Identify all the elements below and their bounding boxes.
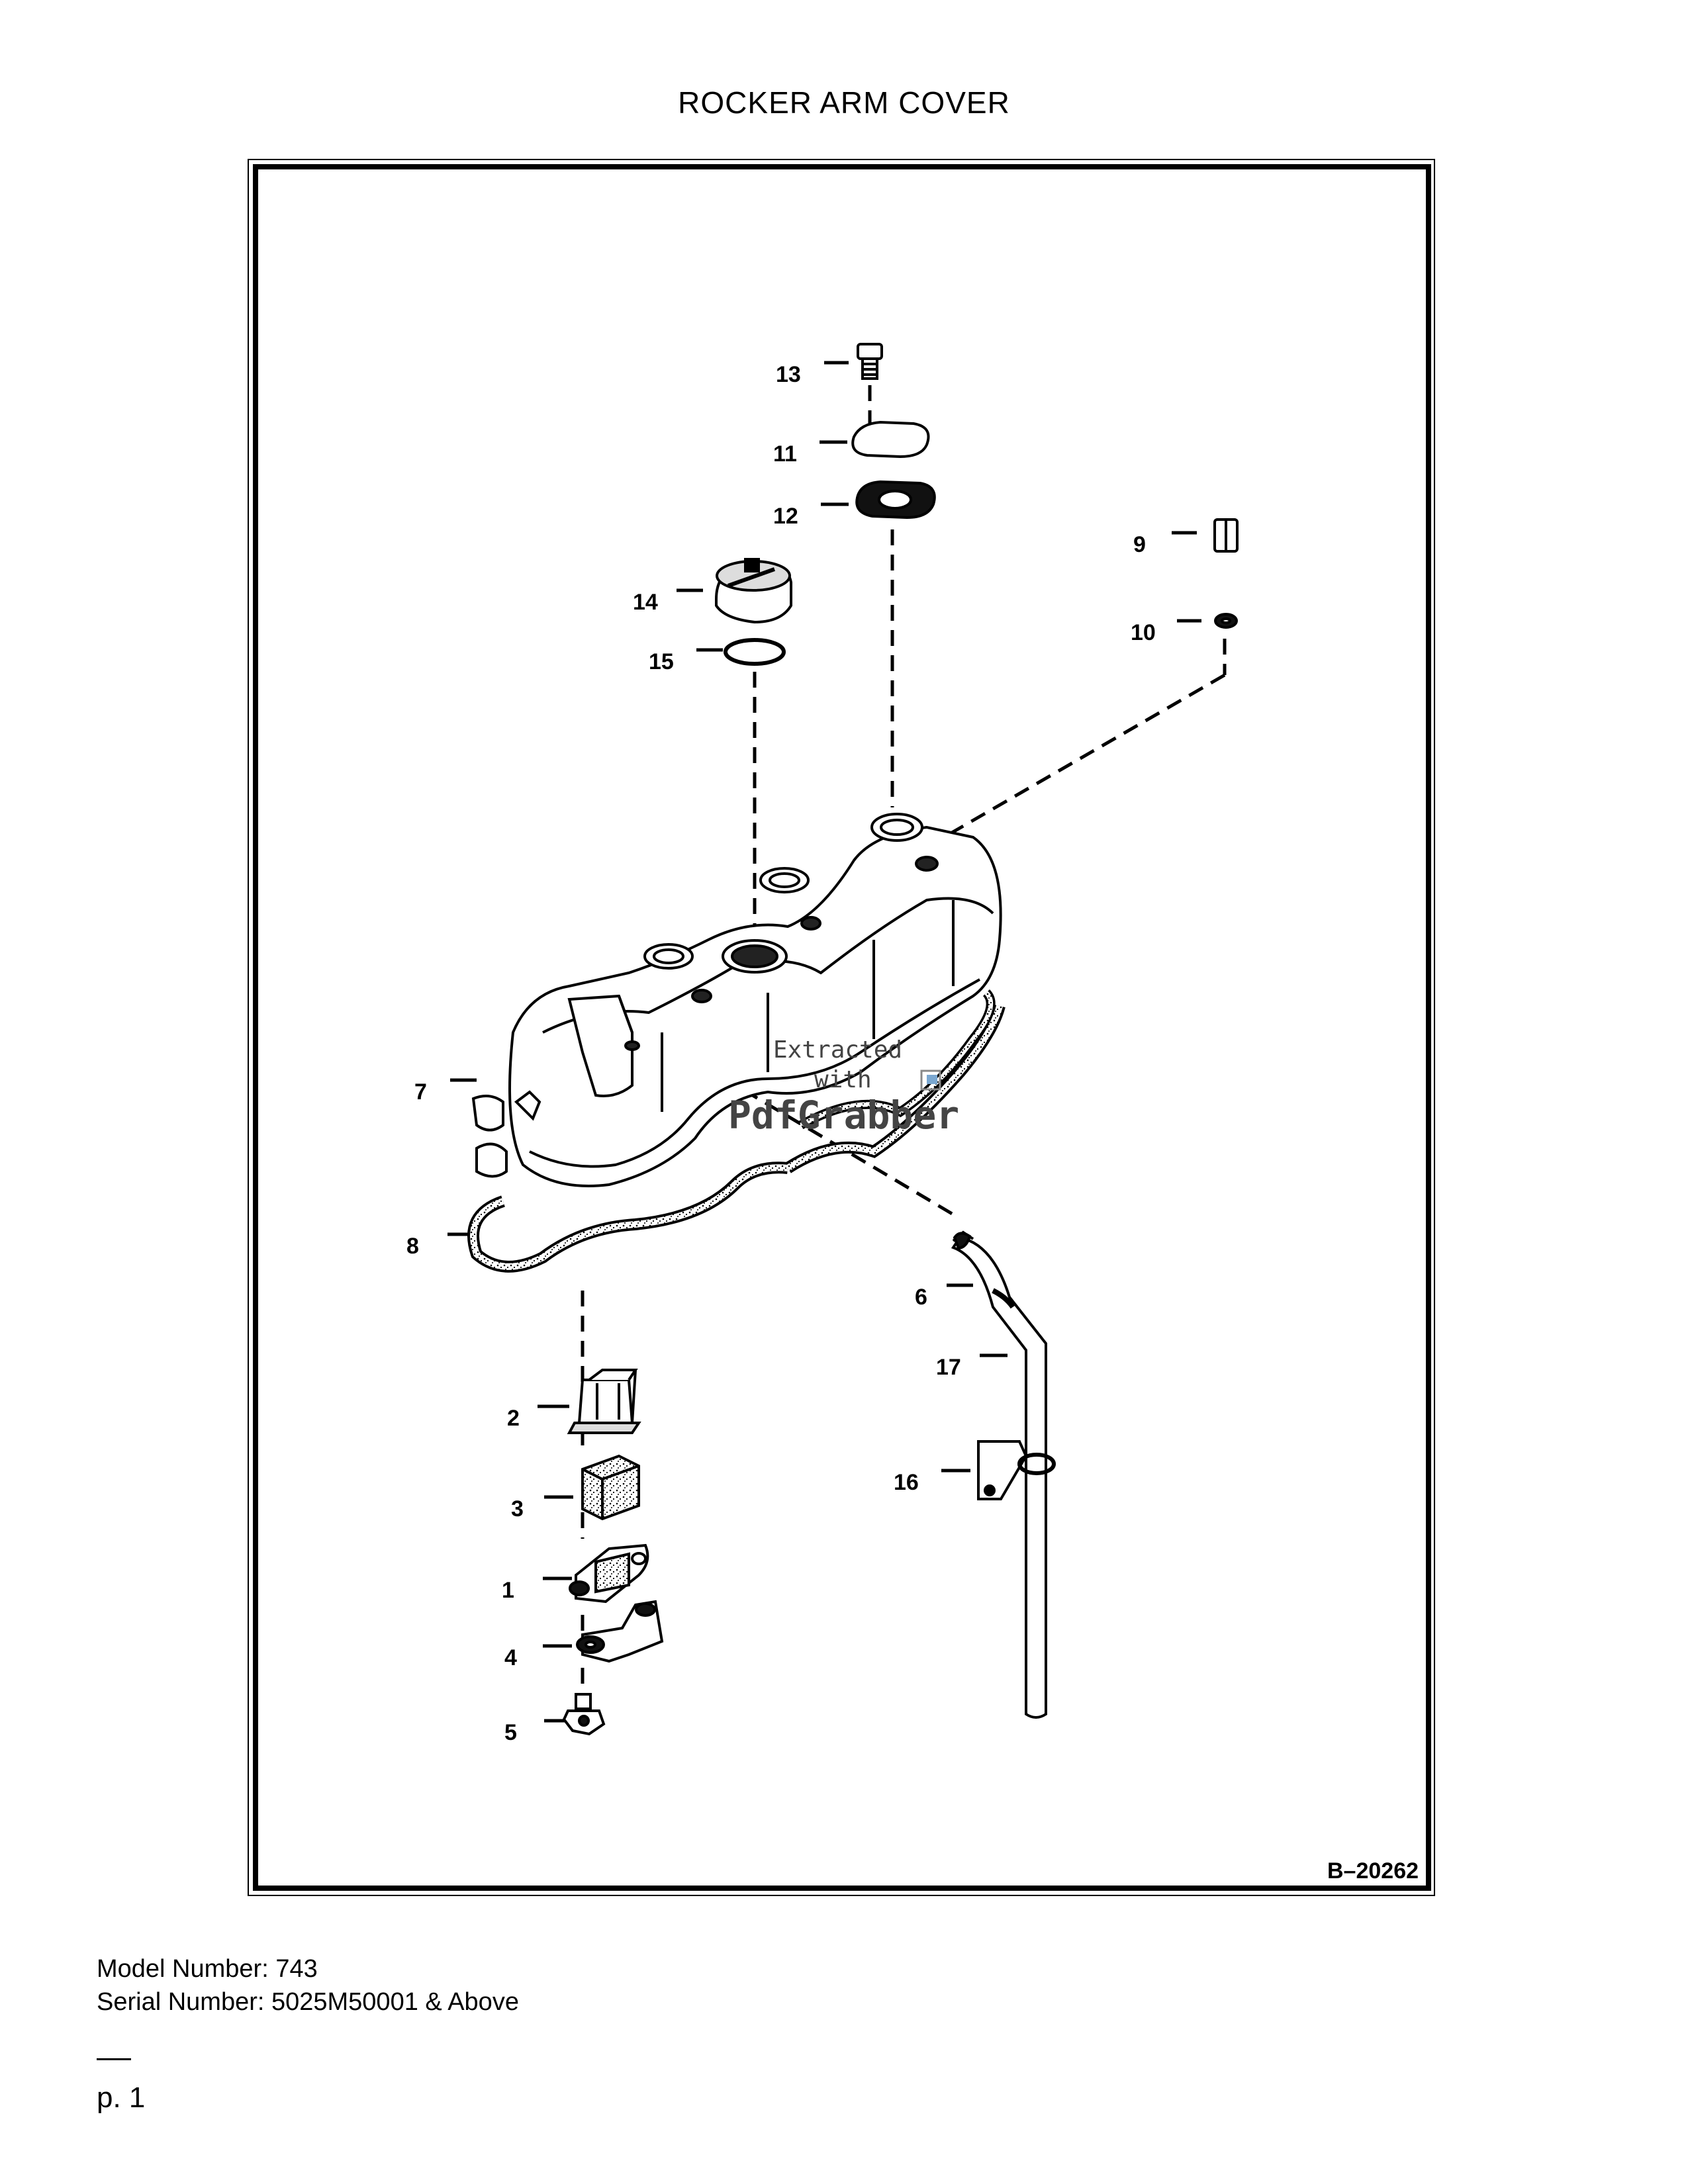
callout-10: 10 [1131,620,1156,645]
serial-number: Serial Number: 5025M50001 & Above [97,1988,519,2016]
callout-14: 14 [633,590,658,615]
callout-13: 13 [776,362,801,387]
page-number: p. 1 [97,2081,146,2114]
callout-1: 1 [502,1578,514,1603]
leader-lines [447,361,1201,1723]
callout-9: 9 [1133,532,1146,557]
callout-4: 4 [504,1645,517,1670]
bolt-5 [562,1693,606,1736]
callout-16: 16 [894,1470,919,1495]
page-divider [97,2058,131,2060]
callout-8: 8 [406,1234,419,1259]
callout-7: 7 [414,1079,427,1105]
diagram-inner-border [253,164,1431,1891]
bracket-4 [576,1600,664,1663]
page-title: ROCKER ARM COVER [678,85,1010,120]
cap-nut-9 [1213,518,1239,553]
watermark-line3: PdfGrabber [728,1093,959,1138]
watermark: Extracted with PdfGrabber [728,1036,959,1138]
model-number: Model Number: 743 [97,1955,318,1983]
callout-17: 17 [936,1355,961,1380]
washer-10 [1214,613,1238,629]
diagram-outer-border [248,159,1435,1896]
model-info: Model Number: 743 Serial Number: 5025M50… [97,1952,519,2019]
callout-11: 11 [773,441,797,467]
watermark-line2: with [814,1066,872,1093]
gasket-12 [855,480,936,520]
watermark-logo-fill-icon [927,1075,937,1084]
filter-element-3 [581,1454,640,1521]
callout-3: 3 [511,1496,524,1522]
bolt-13 [857,343,883,380]
rocker-arm-cover-7 [471,813,1002,1187]
callout-6: 6 [915,1285,927,1310]
cover-plate-11 [851,420,930,459]
callout-labels: 13 11 12 14 15 9 10 7 8 6 17 16 2 3 1 4 … [406,362,1156,1745]
watermark-logo-icon [920,1069,941,1091]
watermark-line1: Extracted [773,1036,902,1064]
callout-2: 2 [507,1406,520,1431]
breather-housing-2 [567,1369,641,1434]
oil-cap-14 [715,558,792,624]
figure-code: B–20262 [1327,1858,1419,1884]
callout-5: 5 [504,1720,517,1745]
o-ring-15 [724,638,786,666]
clamp-16 [977,1440,1056,1500]
baffle-plate-1 [569,1543,649,1604]
callout-15: 15 [649,649,674,674]
dipstick-6 [953,1232,972,1250]
callout-12: 12 [773,504,798,529]
